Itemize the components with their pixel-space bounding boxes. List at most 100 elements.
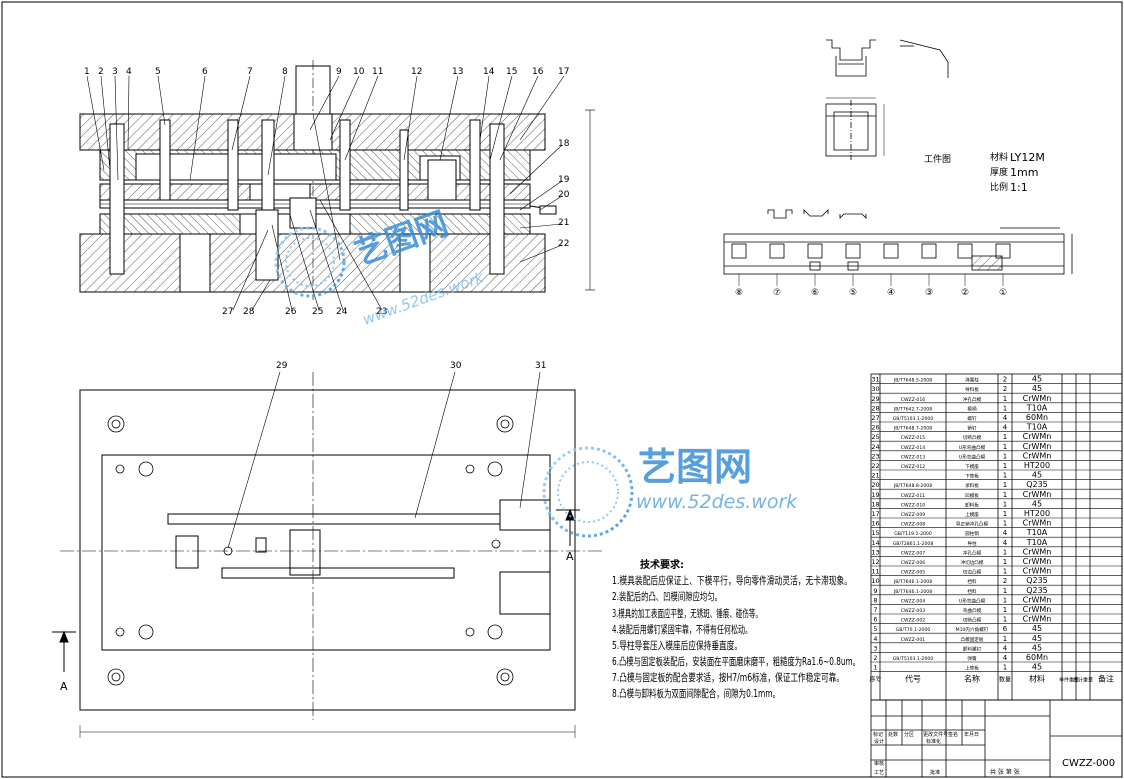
bom-cell: 4: [873, 635, 877, 643]
bom-cell: 28: [871, 404, 879, 412]
station-1: ①: [999, 288, 1007, 298]
bom-cell: 1: [1003, 500, 1007, 508]
callout-7: 7: [247, 67, 253, 77]
callout-30: 30: [450, 361, 462, 371]
plan-view-guide-holes: [107, 415, 514, 686]
tb-review: 审核: [874, 760, 884, 767]
tb-standard: 标准化: [926, 738, 941, 745]
bom-cell: 下垫板: [965, 473, 979, 480]
callout-4: 4: [126, 67, 132, 77]
bom-cell: 6: [873, 616, 877, 624]
watermark-brand-mid: 艺图网: [638, 445, 752, 489]
bom-cell: 45: [1032, 471, 1042, 480]
bom-cell: CWZZ-014: [901, 445, 925, 451]
bom-cell: CWZZ-002: [901, 618, 925, 624]
bom-cell: 27: [871, 414, 879, 422]
tb-approve: 批准: [930, 769, 940, 776]
drawing-number: CWZZ-000: [1062, 758, 1115, 769]
bom-cell: JB/T7648.7-2008: [893, 426, 932, 432]
bom-cell: 24: [871, 443, 879, 451]
material-label: 材料: [990, 151, 1008, 163]
bom-cell: 销钉: [967, 425, 977, 432]
bom-cell: 凸模固定板: [961, 636, 984, 643]
bom-cell: 25: [871, 433, 879, 441]
tech-req-title: 技术要求:: [640, 558, 684, 571]
bom-cell: CrWMn: [1023, 394, 1052, 403]
bom-cell: 导柱: [967, 540, 977, 547]
bom-cell: CWZZ-012: [901, 464, 925, 470]
bom-cell: 1: [1003, 558, 1007, 566]
bom-cell: 45: [1032, 375, 1042, 384]
callout-17: 17: [558, 67, 569, 77]
bom-cell: GB/T5103.1-2000: [893, 656, 934, 662]
bom-cell: 45: [1032, 643, 1042, 652]
bom-cell: CWZZ-003: [901, 608, 925, 614]
bom-cell: 4: [1003, 539, 1008, 547]
bom-cell: 1: [1003, 462, 1007, 470]
bom-cell: 6: [1003, 625, 1008, 633]
leader-lines-plan: [227, 371, 541, 549]
bom-cell: 凹模板: [965, 492, 979, 499]
tech-req-3: 3.模具的加工表面应平整，无锈斑、锤痕、碰伤等。: [612, 607, 762, 620]
station-2: ②: [961, 288, 969, 298]
workpiece-title: 工件图: [924, 153, 951, 165]
bom-cell: 11: [871, 568, 879, 576]
bom-cell: CrWMn: [1023, 567, 1052, 576]
callout-20: 20: [558, 190, 570, 200]
callout-27: 27: [222, 307, 233, 317]
bom-cell: 1: [1003, 596, 1007, 604]
callout-31: 31: [535, 361, 546, 371]
bom-cell: CrWMn: [1023, 432, 1052, 441]
callout-5: 5: [155, 67, 161, 77]
bom-cell: 1: [1003, 587, 1007, 595]
bom-cell: 弹簧柱: [965, 377, 979, 384]
tech-req-2: 2.装配后的凸、凹模间隙应均匀。: [612, 590, 722, 603]
callout-10: 10: [353, 67, 365, 77]
tb-date: 年月日: [964, 731, 979, 738]
bom-cell: 1: [1003, 548, 1007, 556]
station-6: ⑥: [811, 288, 819, 298]
bom-cell: CWZZ-011: [901, 493, 925, 499]
callout-12: 12: [411, 67, 422, 77]
bom-cell: HT200: [1024, 509, 1050, 518]
callout-18: 18: [558, 139, 570, 149]
title-block-frame: [870, 699, 1123, 778]
bom-cell: CWZZ-004: [901, 598, 925, 604]
bom-cell: 26: [871, 424, 879, 432]
callout-21: 21: [558, 218, 569, 228]
bom-cell: 10: [871, 577, 879, 585]
bom-cell: 7: [873, 606, 877, 614]
bom-cell: 下模座: [965, 463, 979, 470]
bom-cell: 1: [873, 664, 877, 672]
bom-cell: 弯曲凸模: [963, 607, 982, 614]
bom-cell: 19: [871, 491, 879, 499]
callout-25: 25: [312, 307, 323, 317]
bom-cell: 20: [871, 481, 879, 489]
bom-cell: 29: [871, 395, 879, 403]
bom-cell: JB/T7642.7-2008: [893, 406, 932, 412]
bom-cell: CrWMn: [1023, 442, 1052, 451]
callout-14: 14: [483, 67, 495, 77]
callout-22: 22: [558, 239, 569, 249]
bom-cell: U形弯曲凸模: [959, 597, 986, 604]
bom-cell: 16: [871, 520, 879, 528]
section-labels: A A: [60, 550, 574, 693]
tb-change-doc: 更改文件号: [923, 731, 948, 738]
bom-cell: 13: [871, 548, 879, 556]
bom-cell: 1: [1003, 664, 1007, 672]
bom-cell: 45: [1032, 663, 1042, 672]
bom-cell: 1: [1003, 510, 1007, 518]
tb-zone: 分区: [904, 731, 914, 738]
bom-cell: T10A: [1026, 423, 1048, 432]
callout-16: 16: [532, 67, 544, 77]
bom-cell: 60Mn: [1026, 413, 1048, 422]
bom-cell: 1: [1003, 568, 1007, 576]
strip-station-markers: [738, 274, 1004, 286]
bom-cell: 上垫板: [965, 665, 979, 672]
bom-cell: 15: [871, 529, 879, 537]
bom-header-name: 名称: [964, 674, 980, 684]
scale-label: 比例: [990, 181, 1008, 193]
bom-cell: 1: [1003, 520, 1007, 528]
